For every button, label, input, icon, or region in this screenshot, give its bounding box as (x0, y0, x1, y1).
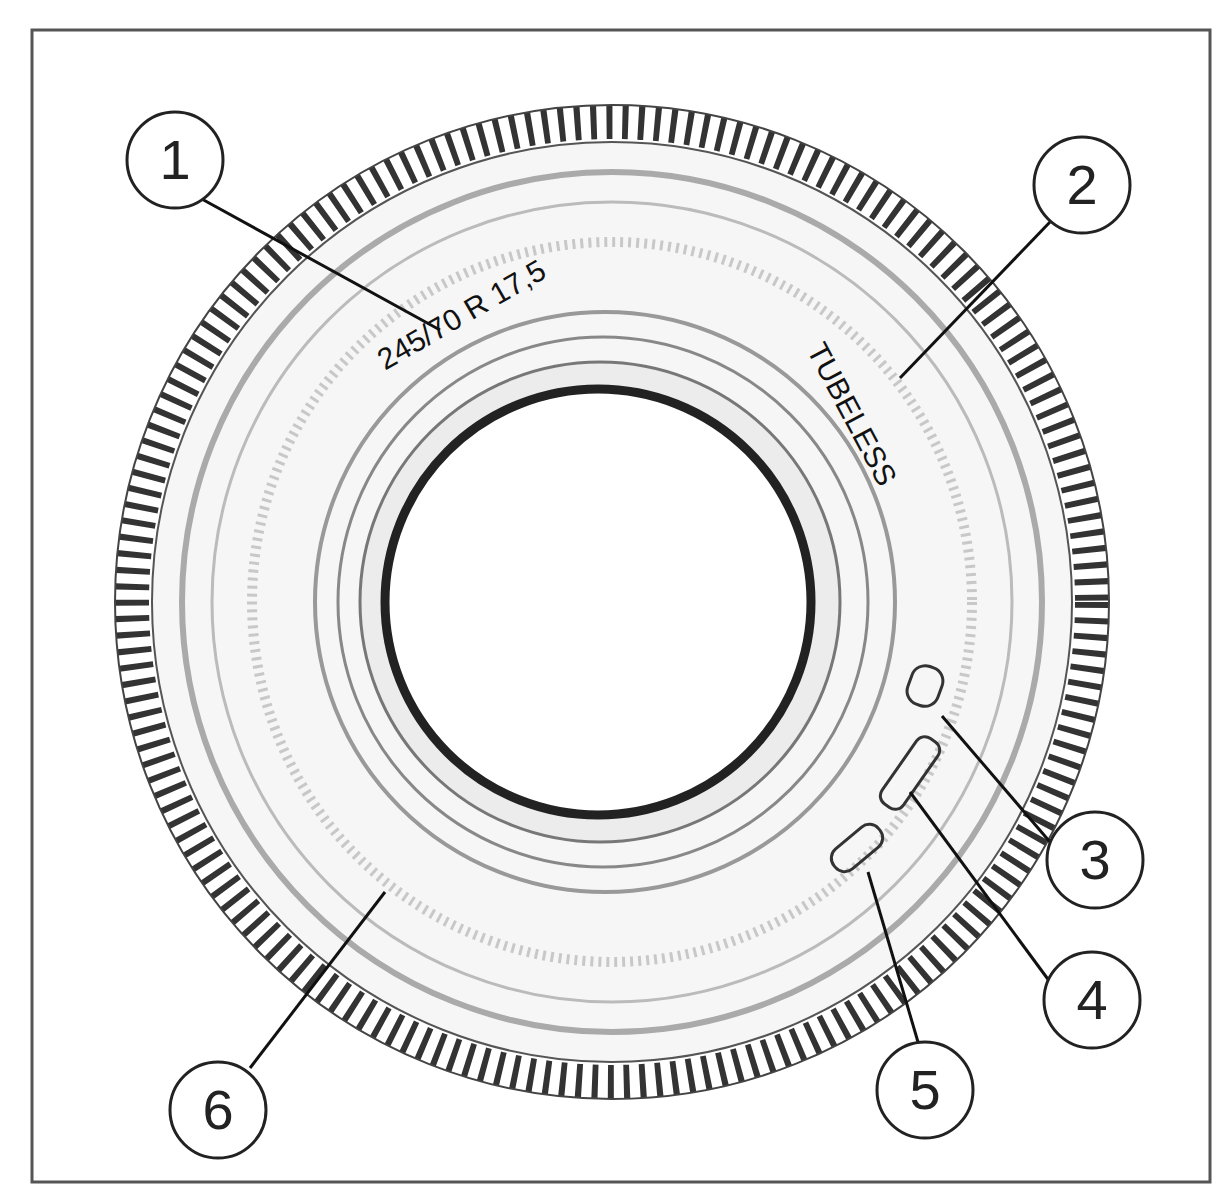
callout-number: 6 (202, 1082, 233, 1138)
callout-number: 4 (1076, 972, 1107, 1028)
callout-number: 3 (1079, 832, 1110, 888)
callout-circle: 3 (1045, 810, 1145, 910)
callout-number: 1 (159, 132, 190, 188)
callout-circle: 5 (875, 1040, 975, 1140)
callout-circle: 6 (168, 1060, 268, 1160)
callout-circle: 1 (125, 110, 225, 210)
callout-number: 5 (909, 1062, 940, 1118)
callout-circle: 4 (1042, 950, 1142, 1050)
callout-number: 2 (1066, 157, 1097, 213)
callout-circle: 2 (1032, 135, 1132, 235)
